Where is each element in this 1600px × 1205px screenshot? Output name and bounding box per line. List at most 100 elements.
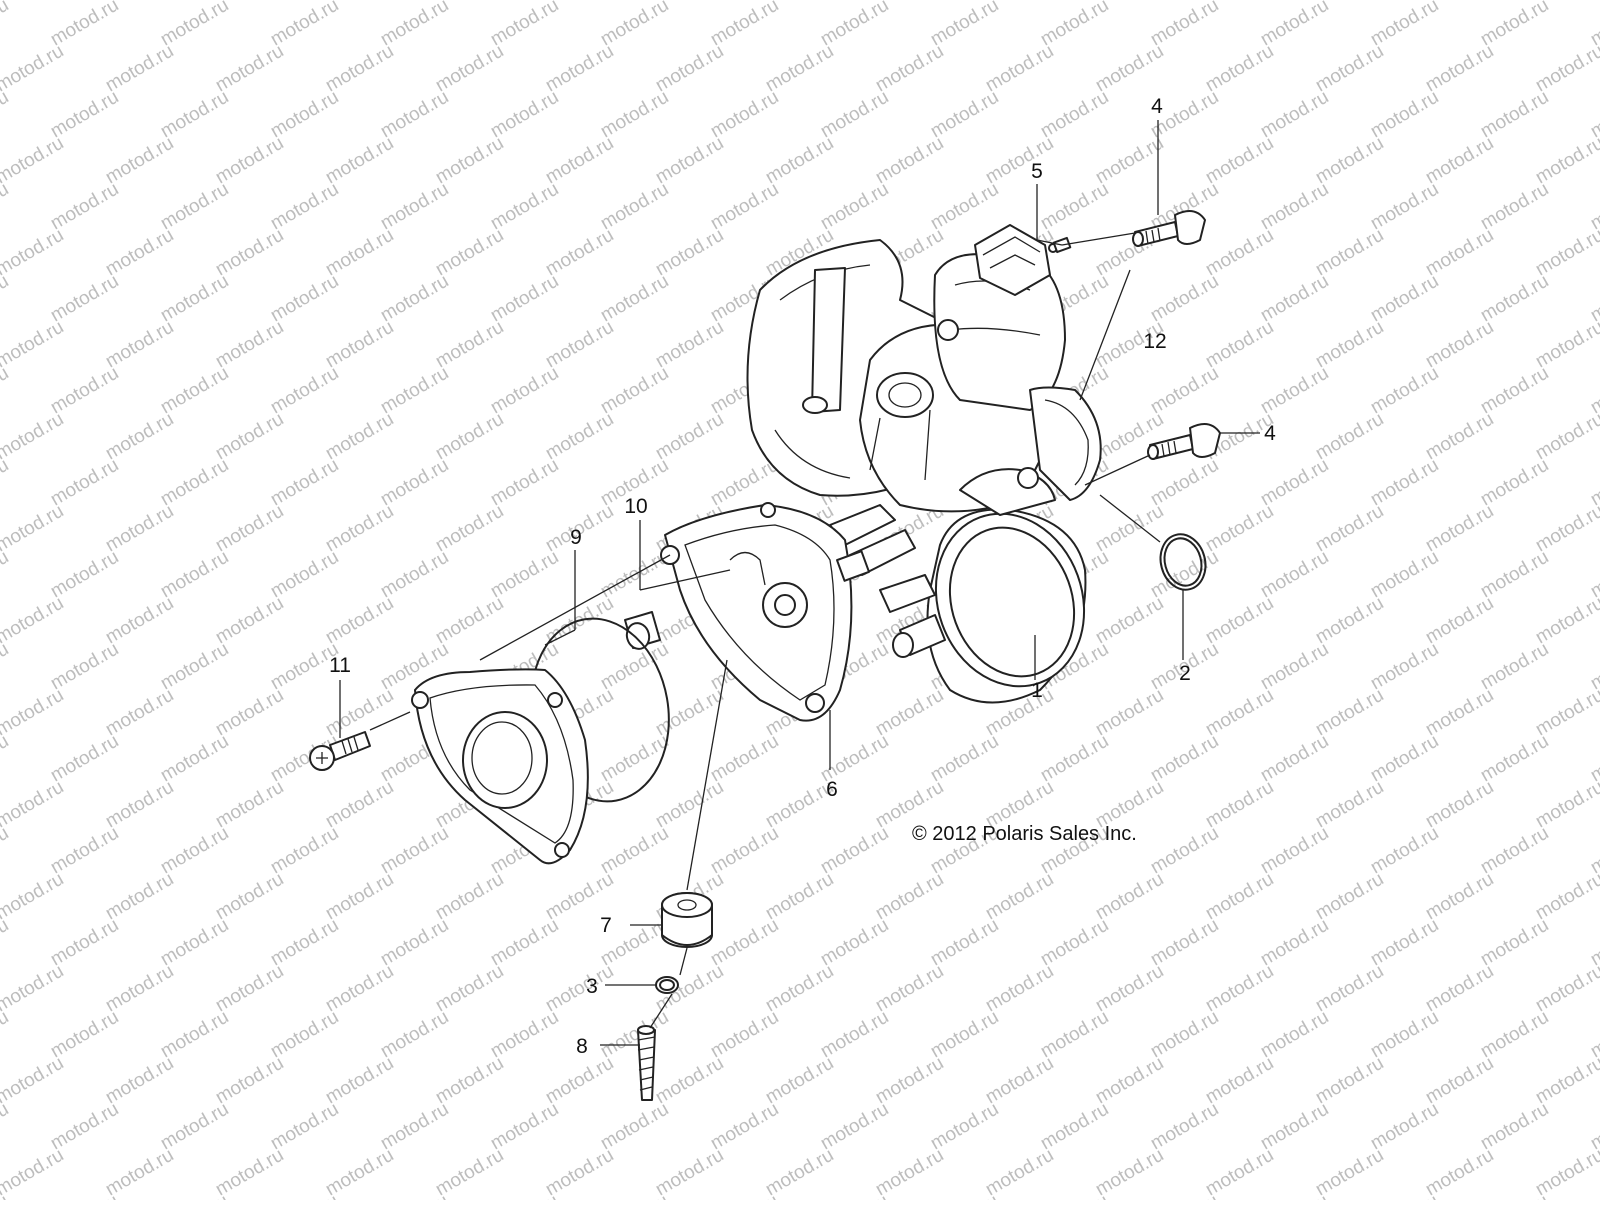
watermark-text: motod.ru (1367, 1191, 1442, 1200)
watermark-text: motod.ru (0, 179, 12, 235)
watermark-text: motod.ru (1477, 363, 1552, 419)
watermark-text: motod.ru (927, 731, 1002, 787)
watermark-text: motod.ru (1037, 1007, 1112, 1063)
watermark-text: motod.ru (1477, 915, 1552, 971)
watermark-text: motod.ru (487, 1007, 562, 1063)
watermark-text: motod.ru (212, 409, 287, 465)
watermark-text: motod.ru (487, 1191, 562, 1200)
watermark-text: motod.ru (322, 593, 397, 649)
watermark-text: motod.ru (377, 363, 452, 419)
watermark-text: motod.ru (0, 869, 67, 925)
watermark-text: motod.ru (1312, 317, 1387, 373)
watermark-text: motod.ru (0, 1145, 67, 1200)
watermark-text: motod.ru (0, 731, 12, 787)
watermark-text: motod.ru (652, 41, 727, 97)
watermark-text: motod.ru (817, 1007, 892, 1063)
watermark-text: motod.ru (597, 271, 672, 327)
callout-12: 12 (1143, 330, 1166, 353)
watermark-text: motod.ru (0, 593, 67, 649)
watermark-text: motod.ru (1477, 179, 1552, 235)
watermark-text: motod.ru (487, 271, 562, 327)
watermark-text: motod.ru (1257, 363, 1332, 419)
watermark-text: motod.ru (1257, 915, 1332, 971)
watermark-text: motod.ru (1312, 133, 1387, 189)
watermark-text: motod.ru (652, 133, 727, 189)
watermark-text: motod.ru (102, 1053, 177, 1109)
watermark-text: motod.ru (1312, 961, 1387, 1017)
watermark-text: motod.ru (322, 961, 397, 1017)
watermark-text: motod.ru (267, 271, 342, 327)
leader-lines (339, 120, 1260, 1046)
watermark-text: motod.ru (597, 363, 672, 419)
watermark-text: motod.ru (212, 41, 287, 97)
watermark-text: motod.ru (487, 547, 562, 603)
watermark-text: motod.ru (872, 1145, 947, 1200)
watermark-text: motod.ru (597, 1099, 672, 1155)
watermark-text: motod.ru (1202, 133, 1277, 189)
watermark-text: motod.ru (157, 547, 232, 603)
watermark-text: motod.ru (927, 1099, 1002, 1155)
watermark-text: motod.ru (0, 0, 12, 50)
watermark-text: motod.ru (1202, 317, 1277, 373)
watermark-text: motod.ru (0, 133, 67, 189)
o-ring-small (1159, 533, 1207, 591)
copyright-text: © 2012 Polaris Sales Inc. (912, 823, 1137, 845)
watermark-text: motod.ru (542, 317, 617, 373)
watermark-text: motod.ru (1422, 225, 1497, 281)
watermark-text: motod.ru (267, 1007, 342, 1063)
watermark-text: motod.ru (707, 731, 782, 787)
watermark-text: motod.ru (1422, 869, 1497, 925)
watermark-text: motod.ru (762, 1145, 837, 1200)
watermark-text: motod.ru (817, 0, 892, 50)
watermark-text: motod.ru (0, 455, 12, 511)
watermark-text: motod.ru (707, 179, 782, 235)
watermark-text: motod.ru (0, 0, 67, 4)
watermark-text: motod.ru (47, 731, 122, 787)
sleeve-part (624, 611, 661, 650)
watermark-text: motod.ru (1312, 501, 1387, 557)
watermark-text: motod.ru (377, 455, 452, 511)
watermark-text: motod.ru (0, 1053, 67, 1109)
watermark-text: motod.ru (377, 179, 452, 235)
watermark-text: motod.ru (1257, 0, 1332, 50)
callout-6: 6 (826, 778, 838, 801)
watermark-text: motod.ru (1367, 1007, 1442, 1063)
watermark-text: motod.ru (1477, 547, 1552, 603)
watermark-text: motod.ru (1367, 455, 1442, 511)
watermark-text: motod.ru (817, 823, 892, 879)
watermark-text: motod.ru (982, 1145, 1057, 1200)
watermark-text: motod.ru (267, 823, 342, 879)
watermark-text: motod.ru (597, 823, 672, 879)
watermark-text: motod.ru (487, 87, 562, 143)
watermark-text: motod.ru (102, 1145, 177, 1200)
watermark-text: motod.ru (432, 869, 507, 925)
watermark-text: motod.ru (432, 961, 507, 1017)
watermark-text: motod.ru (0, 961, 67, 1017)
watermark-text: motod.ru (0, 547, 12, 603)
watermark-text: motod.ru (652, 1053, 727, 1109)
watermark-text: motod.ru (1367, 179, 1442, 235)
watermark-text: motod.ru (487, 455, 562, 511)
watermark-text: motod.ru (707, 915, 782, 971)
watermark-text: motod.ru (1257, 1007, 1332, 1063)
watermark-text: motod.ru (1257, 823, 1332, 879)
watermark-text: motod.ru (1037, 1099, 1112, 1155)
watermark-text: motod.ru (1367, 271, 1442, 327)
watermark-text: motod.ru (1257, 1191, 1332, 1200)
watermark-text: motod.ru (0, 915, 12, 971)
watermark-text: motod.ru (652, 317, 727, 373)
watermark-text: motod.ru (1202, 685, 1277, 741)
watermark-text: motod.ru (927, 0, 1002, 50)
watermark-text: motod.ru (432, 1053, 507, 1109)
watermark-text: motod.ru (487, 179, 562, 235)
stud-part (637, 1025, 656, 1101)
watermark-text: motod.ru (1257, 271, 1332, 327)
watermark-text: motod.ru (762, 961, 837, 1017)
callout-3: 3 (586, 975, 598, 998)
watermark-text: motod.ru (322, 869, 397, 925)
watermark-text: motod.ru (0, 41, 67, 97)
watermark-text: motod.ru (0, 87, 12, 143)
watermark-text: motod.ru (1092, 1053, 1167, 1109)
watermark-text: motod.ru (157, 271, 232, 327)
watermark-text: motod.ru (1312, 777, 1387, 833)
